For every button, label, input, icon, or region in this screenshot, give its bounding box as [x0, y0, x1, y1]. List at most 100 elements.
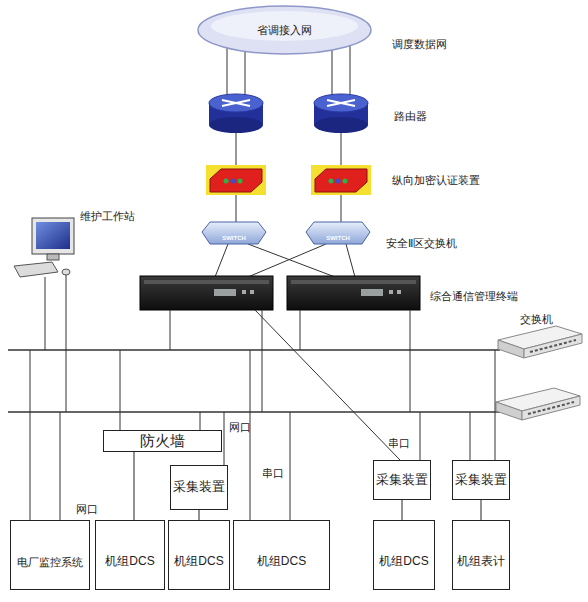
node-text: 省调接入网 [257, 24, 312, 37]
bus-switch-ports [528, 402, 574, 414]
node-text: 电厂监控系统 [17, 556, 83, 569]
encryptor-led [224, 179, 229, 184]
terminal-box [140, 276, 273, 310]
encryptor-base [206, 165, 266, 195]
drop-wire [120, 350, 121, 430]
router-body [209, 117, 263, 133]
terminal-panel [291, 280, 416, 284]
system-box: 机组DCS [233, 520, 330, 590]
terminal-display [361, 289, 383, 296]
node-text: 采集装置 [455, 473, 507, 488]
encryptor-led [329, 179, 334, 184]
node-text: 机组DCS [174, 555, 223, 569]
terminal-led [242, 290, 246, 294]
router-top [314, 94, 368, 112]
network-ellipse: 省调接入网 [197, 5, 372, 55]
drop-wire [250, 350, 251, 520]
drop-wire [45, 277, 46, 350]
node-text: 采集装置 [173, 480, 225, 495]
drop-wire [300, 310, 301, 350]
device-wire [236, 195, 237, 223]
encryptor-base [311, 165, 371, 195]
workstation-mouse [62, 269, 70, 275]
terminal-panel [144, 280, 269, 284]
device-label: 路由器 [394, 110, 427, 122]
workstation-keyboard [14, 262, 58, 277]
switch-icon [306, 222, 370, 244]
network-bus [8, 411, 500, 412]
device-label: SWITCH [222, 235, 246, 242]
node-text: 防火墙 [140, 432, 185, 449]
drop-wire [495, 350, 496, 460]
bus-switch [524, 334, 582, 358]
device-wire [215, 244, 228, 277]
device-wire [346, 244, 355, 277]
collector-box: 采集装置 [170, 465, 228, 510]
terminal-led [389, 290, 393, 294]
workstation-monitor [32, 218, 74, 254]
encryptor-led [343, 179, 348, 184]
firewall-box: 防火墙 [103, 430, 222, 452]
router-arrow [222, 100, 250, 106]
device-label: 纵向加密认证装置 [392, 174, 480, 186]
node-text: 机组DCS [379, 555, 428, 569]
connector-line [481, 500, 482, 520]
bus-switch [496, 402, 522, 420]
system-box: 机组表计 [452, 520, 510, 590]
router-top [209, 94, 263, 112]
device-label: 调度数据网 [392, 38, 447, 50]
terminal-led [397, 290, 401, 294]
device-label: 维护工作站 [80, 210, 135, 222]
system-box: 电厂监控系统 [10, 520, 90, 590]
drop-wire [30, 350, 31, 520]
device-wire [341, 130, 342, 166]
switch-icon [202, 222, 266, 244]
device-wire [248, 244, 335, 277]
drop-wire [224, 412, 225, 465]
encryptor-body [210, 169, 262, 192]
node-text: 机组表计 [457, 555, 505, 569]
serial-wire [255, 310, 400, 460]
router-arrow [222, 100, 250, 106]
device-label: 网口 [76, 503, 98, 515]
bus-switch-ports [530, 340, 576, 352]
connector-line [134, 452, 135, 520]
encryptor-body [315, 169, 367, 192]
drop-wire [66, 275, 67, 412]
device-wire [248, 244, 326, 277]
drop-wire [290, 412, 291, 520]
encryptor-led [238, 179, 243, 184]
collector-box: 采集装置 [452, 460, 510, 500]
device-label: 串口 [388, 437, 410, 449]
router-arrow [327, 100, 355, 106]
bus-switch [522, 396, 580, 420]
device-label: 网口 [229, 421, 251, 433]
device-label: 串口 [262, 467, 284, 479]
workstation-screen [36, 222, 70, 249]
system-box: 机组DCS [373, 520, 435, 590]
drop-wire [410, 310, 411, 412]
encryptor-led [336, 179, 341, 184]
connector-line [402, 500, 403, 520]
drop-wire [200, 412, 201, 430]
ellipse-highlight [211, 11, 358, 41]
node-text: 采集装置 [376, 473, 428, 488]
terminal-led [250, 290, 254, 294]
device-wire [236, 130, 237, 166]
terminal-box [287, 276, 420, 310]
device-wire [341, 195, 342, 223]
encryptor-led [231, 179, 236, 184]
workstation-stand [47, 254, 59, 260]
drop-wire [420, 412, 421, 460]
device-label: 交换机 [520, 313, 553, 325]
device-label: 安全Ⅱ区交换机 [386, 237, 457, 249]
network-bus [8, 349, 500, 350]
collector-box: 采集装置 [373, 460, 431, 500]
drop-wire [470, 412, 471, 460]
drop-wire [262, 310, 263, 412]
drop-wire [170, 310, 171, 350]
terminal-display [214, 289, 236, 296]
connector-line [199, 510, 200, 520]
